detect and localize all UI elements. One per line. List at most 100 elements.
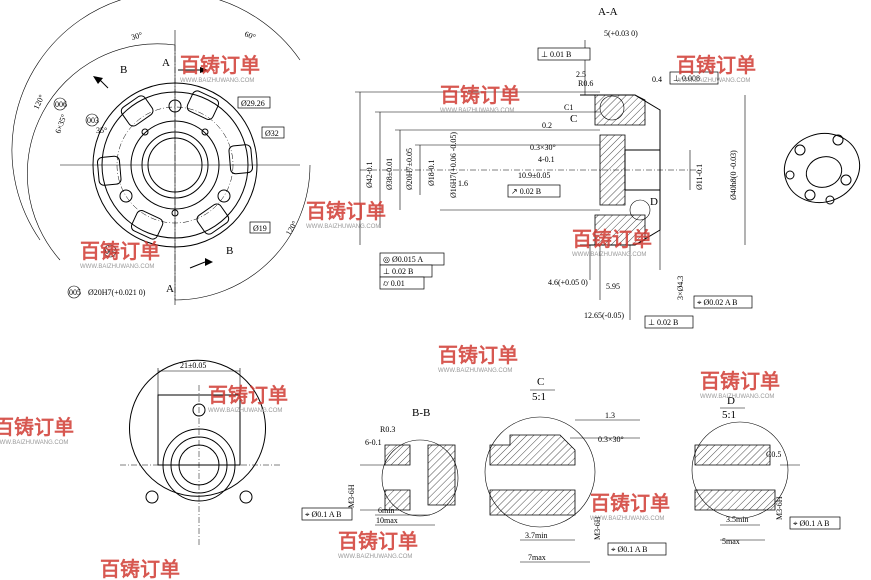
- dim-dia-38: Ø38±0.01: [385, 158, 394, 190]
- dim-10-9: 10.9±0.05: [518, 171, 550, 180]
- detail-c-scale: 5:1: [532, 391, 546, 403]
- dim-0-4: 0.4: [652, 75, 662, 84]
- detail-d-marker: D: [650, 196, 658, 208]
- detail-c-title: C: [537, 376, 544, 388]
- dim-1-3: 1.3: [605, 411, 615, 420]
- section-bb-title: B-B: [412, 407, 430, 419]
- watermark-brand: 百铸订单: [572, 227, 652, 251]
- dim-60-deg: 60°: [243, 29, 257, 41]
- dim-6-bb: 6-0.1: [365, 438, 382, 447]
- section-aa-title: A-A: [598, 6, 618, 18]
- watermark-brand: 百铸订单: [440, 83, 520, 107]
- front-view-balloons: 003 004 005 006: [53, 97, 117, 299]
- dim-30-deg: 30°: [130, 30, 143, 42]
- dim-12-65: 12.65(-0.05): [584, 311, 624, 320]
- watermark-brand: 百铸订单: [100, 557, 180, 580]
- dim-5-95: 5.95: [606, 282, 620, 291]
- watermark-url: WWW.BAIZHUWANG.COM: [80, 264, 154, 270]
- dim-0-3x30-c: 0.3×30°: [598, 435, 624, 444]
- section-bb: B-B R0.3 6-0.1 M3-6H 6min 10max ⌖ Ø0.1 A…: [301, 407, 459, 526]
- watermark-url: WWW.BAIZHUWANG.COM: [208, 408, 282, 414]
- cut-label-b-top: B: [120, 64, 127, 76]
- watermark-url: WWW.BAIZHUWANG.COM: [438, 368, 512, 374]
- dim-2-5: 2.5: [576, 70, 586, 79]
- watermark-brand: 百铸订单: [338, 529, 418, 553]
- balloon-004: 004: [105, 247, 117, 256]
- dim-ra-1-6: 1.6: [458, 179, 468, 188]
- dim-c1: C1: [564, 103, 573, 112]
- dim-r0-3-bb: R0.3: [380, 425, 395, 434]
- dim-m3-bb: M3-6H: [347, 484, 356, 508]
- isometric-view: [783, 133, 861, 205]
- dim-7max: 7max: [528, 553, 546, 562]
- dim-3-5min: 3.5min: [726, 515, 748, 524]
- dim-0-3x30: 0.3×30°: [530, 143, 556, 152]
- dim-6min: 6min: [378, 506, 394, 515]
- section-aa: A-A Ø42-0.1 Ø38±0.01: [355, 6, 753, 329]
- dim-3xdia-4-3: 3×Ø4.3: [676, 276, 685, 300]
- dim-120-deg-b: 120°: [284, 219, 299, 237]
- watermark-url: WWW.BAIZHUWANG.COM: [338, 554, 412, 560]
- dim-120-deg-a: 120°: [32, 93, 47, 111]
- dim-dia-40h8: Ø40h8(0 -0.03): [729, 150, 738, 200]
- watermark-brand: 百铸订单: [676, 53, 756, 77]
- watermark-url: WWW.BAIZHUWANG.COM: [572, 252, 646, 258]
- watermark-brand: 百铸订单: [700, 369, 780, 393]
- watermark-brand: 百铸订单: [80, 239, 160, 263]
- watermark-brand: 百铸订单: [590, 491, 670, 515]
- watermark-url: WWW.BAIZHUWANG.COM: [676, 78, 750, 84]
- dim-dia-42: Ø42-0.1: [365, 162, 374, 188]
- dim-dia-20h7: Ø20H7(+0.021 0): [88, 288, 146, 297]
- balloon-005: 005: [69, 288, 81, 297]
- balloon-003: 003: [87, 116, 99, 125]
- dim-m3-d: M3-6H: [775, 496, 784, 520]
- dim-6x35: 6×35°: [53, 113, 68, 135]
- watermark-brand: 百铸订单: [0, 415, 74, 439]
- detail-c-marker: C: [570, 113, 577, 125]
- detail-c: C 5:1 1.3 0.3×30° M3-6H 3.7min 7max ⌖ Ø0…: [484, 376, 667, 563]
- watermark-url: WWW.BAIZHUWANG.COM: [590, 516, 664, 522]
- cut-label-a-bottom: A: [166, 283, 174, 295]
- dim-3-7min: 3.7min: [525, 531, 547, 540]
- dim-4-6: 4.6(+0.05 0): [548, 278, 588, 287]
- dim-4: 4-0.1: [538, 155, 555, 164]
- dim-dia-32: Ø32: [265, 129, 279, 138]
- detail-d: D 5:1 C0.5 M3-6H 3.5min 5max ⌖ Ø0.1 A B: [691, 395, 841, 546]
- dim-5max: 5max: [722, 537, 740, 546]
- dim-r0-6: R0.6: [578, 79, 593, 88]
- dim-0-2: 0.2: [542, 121, 552, 130]
- detail-d-title: D: [727, 395, 735, 407]
- section-aa-frames: ⊥ 0.01 B ⊥ 0.008 ◎ Ø0.015 A ⊥ 0.02 B ⌭ 0…: [379, 47, 753, 329]
- watermark-url: WWW.BAIZHUWANG.COM: [440, 108, 514, 114]
- frame-cyl-001: ⌭ 0.01: [383, 279, 405, 288]
- watermark-url: WWW.BAIZHUWANG.COM: [306, 224, 380, 230]
- dim-dia-29-26: Ø29.26: [241, 99, 265, 108]
- cut-label-a-top: A: [162, 57, 170, 69]
- watermark-brand: 百铸订单: [306, 199, 386, 223]
- watermark-url: WWW.BAIZHUWANG.COM: [180, 78, 254, 84]
- dim-dia-18: Ø18-0.1: [427, 160, 436, 186]
- dim-dia-11: Ø11-0.1: [695, 164, 704, 190]
- watermark-brand: 百铸订单: [438, 343, 518, 367]
- dim-35-deg: 35°: [96, 126, 107, 135]
- frame-runout-002: ↗ 0.02 B: [511, 187, 541, 196]
- dim-10max: 10max: [376, 516, 398, 525]
- frame-perp-0008: ⊥ 0.008: [673, 74, 700, 83]
- frame-perp-001: ⊥ 0.01 B: [541, 50, 571, 59]
- dim-m3-c: M3-6H: [593, 516, 602, 540]
- watermark-url: WWW.BAIZHUWANG.COM: [700, 394, 774, 400]
- detail-d-scale: 5:1: [722, 409, 736, 421]
- frame-pos-bb: ⌖ Ø0.1 A B: [305, 510, 342, 519]
- bottom-view: 21±0.05: [120, 359, 280, 545]
- balloon-006: 006: [55, 100, 67, 109]
- watermark-url: WWW.BAIZHUWANG.COM: [0, 440, 68, 446]
- watermark-brand: 百铸订单: [208, 383, 288, 407]
- front-view: A B B A Ø29.26 Ø32 Ø19 6×35° 30° 60° 120…: [11, 0, 311, 305]
- dim-dia-19: Ø19: [253, 224, 267, 233]
- cut-label-b-bottom: B: [226, 245, 233, 257]
- frame-perp-002-a: ⊥ 0.02 B: [383, 267, 413, 276]
- frame-pos-c: ⌖ Ø0.1 A B: [611, 545, 648, 554]
